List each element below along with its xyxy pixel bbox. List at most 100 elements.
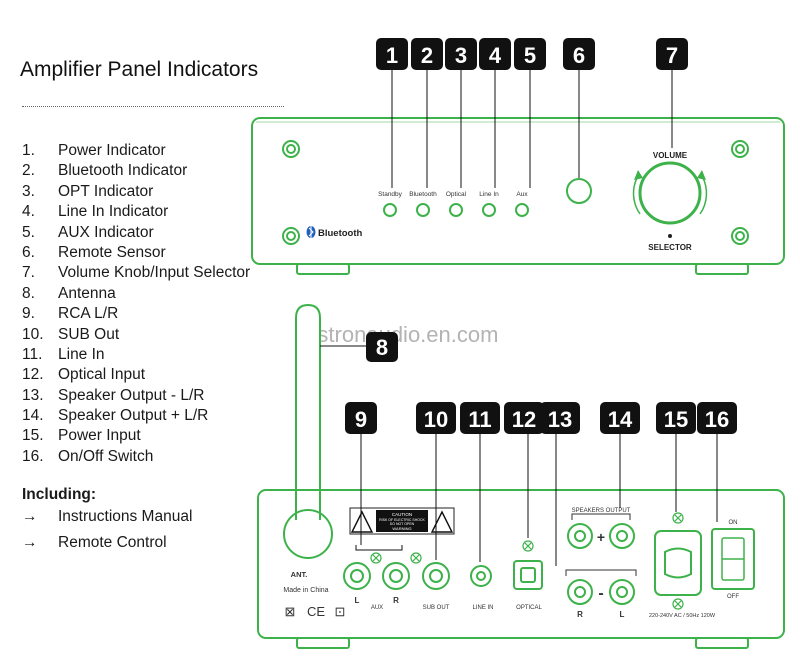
legend-item: 10.SUB Out <box>22 325 120 343</box>
bluetooth-led <box>416 203 430 217</box>
aux-led <box>515 203 529 217</box>
legend-item: 16.On/Off Switch <box>22 447 154 465</box>
legend-item: 4.Line In Indicator <box>22 203 169 221</box>
screw-icon <box>410 552 422 564</box>
front-foot <box>695 263 749 275</box>
caution-line: RISK OF ELECTRIC SHOCK <box>379 518 425 522</box>
line-in-jack[interactable] <box>470 565 492 587</box>
legend-item: 6.Remote Sensor <box>22 243 166 261</box>
speaker-left-label: L <box>620 610 625 619</box>
callout-number: 6 <box>573 43 585 68</box>
selector-label: SELECTOR <box>648 243 692 252</box>
speaker-minus-left-terminal[interactable] <box>609 579 635 605</box>
warning-icon <box>350 510 374 533</box>
screw-icon <box>672 598 684 610</box>
callout-number: 8 <box>376 335 388 360</box>
callout-badge <box>479 38 511 70</box>
aux-input-label: AUX <box>371 605 383 611</box>
title-divider <box>22 106 284 107</box>
left-label: L <box>355 596 360 605</box>
callout-badge <box>445 38 477 70</box>
callout-number: 4 <box>489 43 502 68</box>
callout-number: 3 <box>455 43 467 68</box>
callout-badge <box>366 332 398 362</box>
legend-item: 11.Line In <box>22 345 105 363</box>
speaker-minus-right-terminal[interactable] <box>567 579 593 605</box>
legend-item: 8.Antenna <box>22 284 116 302</box>
legend-item: 15.Power Input <box>22 427 141 445</box>
legend-item: 14.Speaker Output + L/R <box>22 407 209 425</box>
callout-number: 10 <box>424 407 448 432</box>
callout-number: 9 <box>355 407 367 432</box>
screw-icon <box>731 227 749 245</box>
bluetooth-label: Bluetooth <box>409 191 437 198</box>
warning-label: CAUTION RISK OF ELECTRIC SHOCK DO NOT OP… <box>349 507 455 535</box>
callout-badge <box>411 38 443 70</box>
line-in-label: Line In <box>479 191 499 198</box>
legend-item: 12.Optical Input <box>22 366 146 384</box>
remote-sensor <box>566 178 592 204</box>
callout-number: 11 <box>468 407 491 432</box>
callout-badge <box>540 402 580 434</box>
power-switch[interactable] <box>711 528 755 590</box>
warning-title: WARNING <box>392 526 411 531</box>
rca-left-jack[interactable] <box>343 562 371 590</box>
caution-title: CAUTION <box>392 512 412 517</box>
right-label: R <box>393 596 399 605</box>
bluetooth-logo-text: Bluetooth <box>318 228 363 239</box>
plus-sign: + <box>597 529 605 545</box>
power-rating: 220-240V AC / 50Hz 120W <box>649 613 716 619</box>
switch-off-label: OFF <box>727 594 739 600</box>
aux-label: Aux <box>516 191 528 198</box>
callout-number: 12 <box>512 407 536 432</box>
rear-foot <box>695 637 749 649</box>
callout-number: 2 <box>421 43 433 68</box>
optical-input-label: OPTICAL <box>516 605 542 611</box>
ce-mark: CE <box>307 604 325 619</box>
callout-number: 7 <box>666 43 678 68</box>
screw-icon <box>522 540 534 552</box>
volume-label: VOLUME <box>653 151 688 160</box>
including-item: →Remote Control <box>22 534 167 551</box>
callout-badge <box>514 38 546 70</box>
rca-right-jack[interactable] <box>382 562 410 590</box>
including-title: Including: <box>22 486 97 503</box>
callout-badge <box>600 402 640 434</box>
legend-item: 1.Power Indicator <box>22 142 166 159</box>
speaker-plus-right-terminal[interactable] <box>567 523 593 549</box>
callout-number: 16 <box>705 407 729 432</box>
power-inlet[interactable] <box>654 530 702 596</box>
sub-out-jack[interactable] <box>422 562 450 590</box>
line-in-input-label: LINE IN <box>472 605 493 611</box>
optical-port[interactable] <box>513 560 543 590</box>
callout-badge <box>656 402 696 434</box>
screw-icon <box>282 140 300 158</box>
minus-sign: - <box>598 585 603 602</box>
volume-knob[interactable] <box>638 161 702 225</box>
legend-item: 9.RCA L/R <box>22 305 119 323</box>
sub-out-label: SUB OUT <box>423 605 450 611</box>
callout-badge <box>416 402 456 434</box>
callout-badge <box>697 402 737 434</box>
callout-number: 1 <box>386 43 398 68</box>
screw-icon <box>731 140 749 158</box>
front-callouts: 1 2 3 4 5 6 7 <box>376 38 688 70</box>
callout-badge <box>504 402 544 434</box>
optical-label: Optical <box>446 191 467 198</box>
front-foot <box>296 263 350 275</box>
legend-item: 2.Bluetooth Indicator <box>22 162 188 180</box>
class2-icon: ⊡ <box>335 604 346 619</box>
speaker-right-label: R <box>577 610 583 619</box>
weee-icon: ⊠ <box>285 604 296 619</box>
speaker-plus-left-terminal[interactable] <box>609 523 635 549</box>
arrow-right-icon: → <box>22 508 38 525</box>
legend-item: 5.AUX Indicator <box>22 223 154 241</box>
rear-panel <box>257 489 785 649</box>
made-in-label: Made in China <box>283 587 328 594</box>
legend-item: 7.Volume Knob/Input Selector <box>22 264 251 282</box>
screw-icon <box>282 227 300 245</box>
watermark: vistronaudio.en.com <box>302 322 499 347</box>
bluetooth-logo: Bluetooth <box>306 226 363 239</box>
front-panel-body <box>251 117 785 265</box>
callout-number: 5 <box>524 43 536 68</box>
